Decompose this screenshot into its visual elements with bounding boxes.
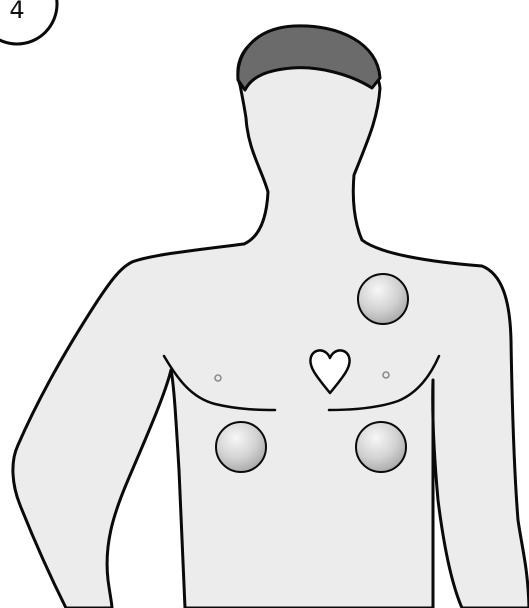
electrode-pad-icon bbox=[216, 422, 266, 472]
step-number: 4 bbox=[9, 0, 24, 24]
step-badge: 4 bbox=[0, 0, 57, 44]
electrode-pad-icon bbox=[356, 422, 406, 472]
electrode-pad-icon bbox=[358, 274, 408, 324]
body-silhouette bbox=[13, 34, 529, 608]
